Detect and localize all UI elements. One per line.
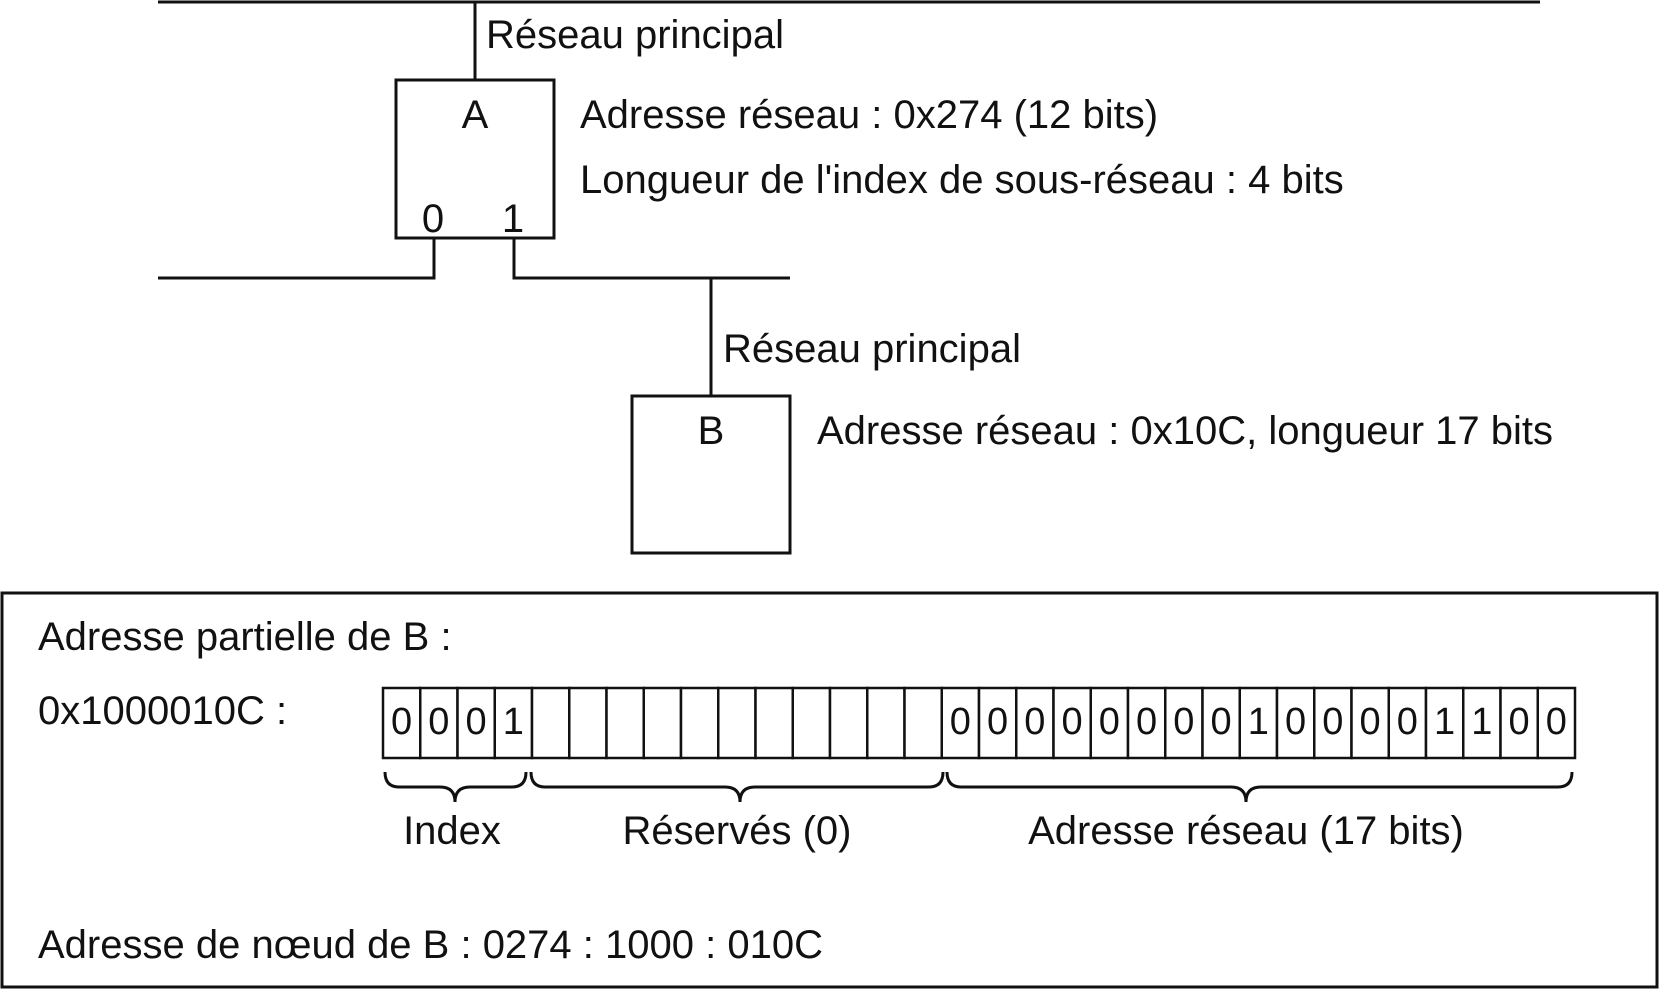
reserved-bit-cell: [754, 686, 794, 760]
bit-value: 0: [428, 701, 449, 743]
reserved-bit-cell: [903, 686, 943, 760]
bit-cell: [1350, 686, 1390, 760]
reserved-group-label: Réservés (0): [623, 809, 852, 853]
bit-value: 0: [1136, 701, 1157, 743]
port-1-link: [512, 238, 790, 280]
bit-cell: [1052, 686, 1092, 760]
node-a-index-length: Longueur de l'index de sous-réseau : 4 b…: [580, 158, 1344, 202]
reserved-bit-cell: [642, 686, 683, 760]
bit-value: 0: [1360, 701, 1381, 743]
node-a-address: Adresse réseau : 0x274 (12 bits): [580, 93, 1158, 137]
bit-value: 1: [503, 701, 524, 743]
bit-cell: [381, 686, 422, 760]
bit-value: 0: [1509, 701, 1530, 743]
bit-cell: [1164, 686, 1204, 760]
bit-cell: [1462, 686, 1502, 760]
node-a-box: [394, 78, 556, 240]
mid-network-label: Réseau principal: [723, 327, 1021, 371]
bit-cell: [1015, 686, 1055, 760]
reserved-bit-cell: [791, 686, 832, 760]
index-group-label: Index: [403, 809, 501, 853]
bit-value: 0: [950, 701, 971, 743]
hex-label: 0x1000010C :: [38, 689, 287, 733]
reserved-bit-cell: [568, 686, 608, 760]
reserved-bit-cell: [530, 686, 571, 760]
bit-cell: [419, 686, 459, 760]
bit-value: 0: [1099, 701, 1120, 743]
bit-value: 0: [1024, 701, 1045, 743]
reserved-bit-cell: [828, 686, 869, 760]
bit-cell: [1536, 686, 1577, 760]
reserved-bit-cell: [679, 686, 720, 760]
network-group-label: Adresse réseau (17 bits): [1028, 809, 1464, 853]
bit-value: 0: [1211, 701, 1232, 743]
bit-value: 0: [1322, 701, 1343, 743]
node-b-address: Adresse réseau : 0x10C, longueur 17 bits: [817, 409, 1553, 453]
reserved-bit-cell: [866, 686, 906, 760]
panel-title: Adresse partielle de B :: [38, 615, 452, 659]
bit-cell: [1089, 686, 1130, 760]
bit-value: 0: [1397, 701, 1418, 743]
bit-value: 1: [1434, 701, 1455, 743]
top-network-label: Réseau principal: [486, 13, 784, 57]
bit-cell: [1313, 686, 1353, 760]
port-0-link: [158, 238, 436, 280]
index-brace: [383, 771, 528, 803]
bit-cell: [940, 686, 981, 760]
reserved-brace: [529, 771, 945, 803]
partial-address-panel: [0, 591, 1659, 989]
node-b-box: [630, 394, 792, 555]
bit-cell: [456, 686, 496, 760]
node-address-line: Adresse de nœud de B : 0274 : 1000 : 010…: [38, 923, 823, 967]
bit-cell: [1201, 686, 1241, 760]
reserved-bit-cell: [605, 686, 645, 760]
bit-value: 0: [987, 701, 1008, 743]
bit-value: 0: [1285, 701, 1306, 743]
bit-value: 0: [1062, 701, 1083, 743]
node-b-name: B: [698, 409, 725, 453]
bit-value: 1: [1248, 701, 1269, 743]
node-a-name: A: [462, 93, 489, 137]
bit-value: 0: [391, 701, 412, 743]
network-address-brace: [945, 771, 1574, 803]
reserved-bit-cell: [717, 686, 757, 760]
bit-value: 0: [1546, 701, 1567, 743]
bit-value: 0: [1173, 701, 1194, 743]
bit-value: 1: [1471, 701, 1492, 743]
bit-value: 0: [466, 701, 487, 743]
bit-field: [381, 686, 1577, 760]
node-a-port-0: 0: [422, 197, 444, 241]
bit-cell: [1387, 686, 1428, 760]
node-a-port-1: 1: [502, 197, 524, 241]
